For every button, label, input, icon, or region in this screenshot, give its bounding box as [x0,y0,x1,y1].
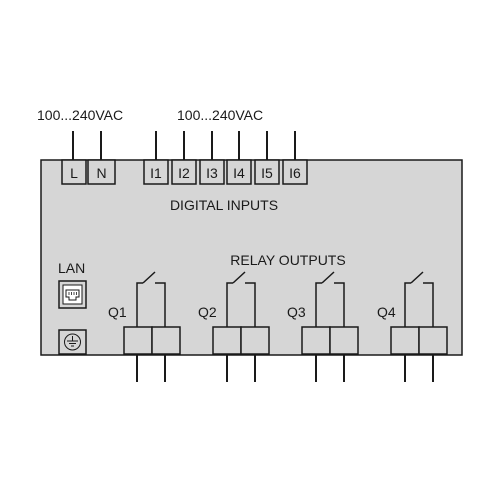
relay-outputs-label: RELAY OUTPUTS [230,252,345,268]
ethernet-port-icon [58,280,87,309]
relay-label-q3: Q3 [287,304,306,320]
relay-label-q4: Q4 [377,304,396,320]
input-terminal-i3 [199,159,225,185]
module-body [40,159,463,356]
power-terminal-label-n: N [96,165,106,181]
relay-q4: Q4 [377,271,448,382]
digital-input-terminal-block: I1 I2 I3 I4 I5 I6 [143,131,308,185]
input-terminal-label-i6: I6 [289,165,301,181]
relay-q2: Q2 [198,271,270,382]
input-terminal-label-i1: I1 [150,165,162,181]
relay-contact-q3 [315,271,345,327]
relay-terminal-q1-a [123,326,153,355]
input-terminal-i5 [254,159,280,185]
power-terminal-n [87,159,116,185]
relay-contact-q1 [136,271,166,327]
power-terminal-label-l: L [70,165,78,181]
relay-q1: Q1 [108,271,181,382]
relay-terminal-q4-a [390,326,420,355]
input-terminal-i2 [171,159,197,185]
power-voltage-label: 100...240VAC [37,107,123,123]
input-terminal-i4 [226,159,252,185]
relay-terminal-q2-b [240,326,270,355]
lan-label: LAN [58,260,85,276]
input-terminal-label-i4: I4 [233,165,245,181]
relay-q3: Q3 [287,271,359,382]
inputs-voltage-label: 100...240VAC [177,107,263,123]
relay-terminal-q2-a [212,326,242,355]
input-terminal-i1 [143,159,169,185]
input-terminal-label-i2: I2 [178,165,190,181]
power-terminal-block: L N [61,131,116,185]
digital-inputs-label: DIGITAL INPUTS [170,197,278,213]
ground-icon [58,329,87,355]
relay-terminal-q3-b [329,326,359,355]
relay-label-q2: Q2 [198,304,217,320]
input-terminal-i6 [282,159,308,185]
relay-terminal-q1-b [151,326,181,355]
relay-terminal-q4-b [418,326,448,355]
input-terminal-label-i3: I3 [206,165,218,181]
input-terminal-label-i5: I5 [261,165,273,181]
relay-label-q1: Q1 [108,304,127,320]
power-terminal-l [61,159,87,185]
relay-contact-q4 [404,271,434,327]
relay-terminal-q3-a [301,326,331,355]
relay-contact-q2 [226,271,256,327]
